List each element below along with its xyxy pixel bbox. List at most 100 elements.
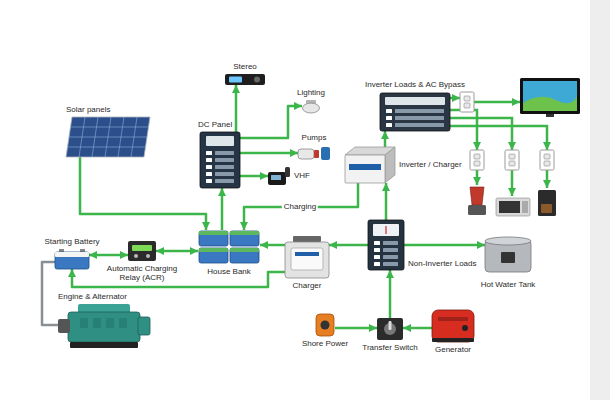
generator-frame xyxy=(432,338,474,342)
component-node: Shore Power xyxy=(315,314,335,336)
icon-group xyxy=(199,231,259,263)
charger-handle xyxy=(293,236,321,242)
breaker-label-plate xyxy=(215,151,234,155)
breaker-switch xyxy=(374,262,380,266)
component-label: Shore Power xyxy=(302,339,348,348)
outlet-plate xyxy=(460,92,474,112)
component-node: Inverter Loads & AC Bypass xyxy=(380,93,450,131)
outlet-socket xyxy=(544,161,550,166)
wire xyxy=(450,126,547,150)
battery-body xyxy=(230,231,259,246)
component-label: Starting Battery xyxy=(44,237,99,246)
icon-group xyxy=(128,241,156,261)
component-label: Engine & Alternator xyxy=(58,292,127,301)
blender-icon xyxy=(468,187,486,215)
panel-meter xyxy=(385,97,445,105)
wire xyxy=(474,101,520,104)
alternator xyxy=(58,319,70,333)
component-icon xyxy=(368,220,404,270)
breaker-label-plate xyxy=(215,158,234,162)
switch-pointer xyxy=(389,321,392,330)
microwave-body xyxy=(496,198,530,216)
pump-body xyxy=(298,149,314,159)
tank-control xyxy=(501,252,515,263)
outlet-plate xyxy=(470,150,484,170)
power-connector xyxy=(403,327,432,330)
shore-socket xyxy=(321,321,330,330)
radio-display xyxy=(271,175,281,180)
breaker-switch xyxy=(386,123,392,127)
connector-label: Charging xyxy=(282,202,318,211)
power-connector xyxy=(240,175,268,178)
icon-group xyxy=(58,304,150,348)
outlet-socket xyxy=(464,103,470,108)
power-connector xyxy=(335,327,377,330)
component-node: House Bank xyxy=(198,230,260,264)
engine-block xyxy=(68,312,140,342)
component-icon xyxy=(377,318,403,340)
wire xyxy=(511,170,514,196)
icon-group xyxy=(432,310,474,342)
generator-body xyxy=(432,310,474,342)
coffee-maker-icon xyxy=(538,190,556,216)
component-icon xyxy=(66,117,150,157)
component-icon xyxy=(268,167,290,185)
power-connector xyxy=(244,183,358,230)
breaker-switch xyxy=(374,241,380,245)
pump-body xyxy=(321,147,330,160)
relay-body xyxy=(128,241,156,261)
breaker-switch xyxy=(206,158,212,162)
breaker-switch xyxy=(386,109,392,113)
power-connector xyxy=(156,250,198,253)
tv-frame xyxy=(520,78,580,114)
switch-body xyxy=(377,318,403,340)
radio-body xyxy=(268,172,286,185)
battery-body xyxy=(55,252,89,269)
microwave-panel xyxy=(522,201,528,213)
outlet-socket xyxy=(509,161,515,166)
breaker-label-plate xyxy=(383,255,398,259)
solar-grid xyxy=(69,137,147,138)
generator-control xyxy=(462,325,468,331)
outlet-socket xyxy=(544,154,550,159)
component-label: DC Panel xyxy=(198,120,232,129)
breaker-label-plate xyxy=(395,123,444,127)
component-label: Pumps xyxy=(302,133,327,142)
battery-terminal xyxy=(59,249,64,252)
power-connector xyxy=(389,270,392,318)
component-node: Engine & Alternator xyxy=(58,304,150,348)
power-connector xyxy=(89,254,128,257)
icon-group xyxy=(377,318,403,340)
component-label: VHF xyxy=(294,171,310,180)
component-icon xyxy=(225,74,265,85)
component-label: Transfer Switch xyxy=(362,343,417,352)
component-icon xyxy=(345,147,395,183)
wire xyxy=(450,118,512,150)
breaker-switch xyxy=(206,172,212,176)
tank-top xyxy=(485,237,531,245)
icon-group xyxy=(55,249,89,269)
battery-lid xyxy=(230,231,259,235)
component-node: Lighting xyxy=(302,100,320,113)
breaker-switch xyxy=(386,116,392,120)
blender-base xyxy=(468,205,486,215)
battery-lid xyxy=(199,231,228,235)
breaker-label-plate xyxy=(395,109,444,113)
component-icon xyxy=(128,241,156,261)
icon-group xyxy=(225,74,265,85)
outlet-plate xyxy=(505,150,519,170)
power-connector xyxy=(42,262,58,325)
component-icon xyxy=(198,230,260,264)
engine-base xyxy=(70,342,138,348)
component-node: Stereo xyxy=(225,74,265,85)
light-dome xyxy=(303,103,320,113)
breaker-switch xyxy=(374,255,380,259)
power-connector xyxy=(329,244,368,247)
panel-body xyxy=(380,93,450,131)
outlet-socket xyxy=(509,154,515,159)
stereo-body xyxy=(225,74,265,85)
breaker-label-plate xyxy=(215,172,234,176)
component-label: Generator xyxy=(435,345,471,354)
pump-cap xyxy=(314,150,319,158)
